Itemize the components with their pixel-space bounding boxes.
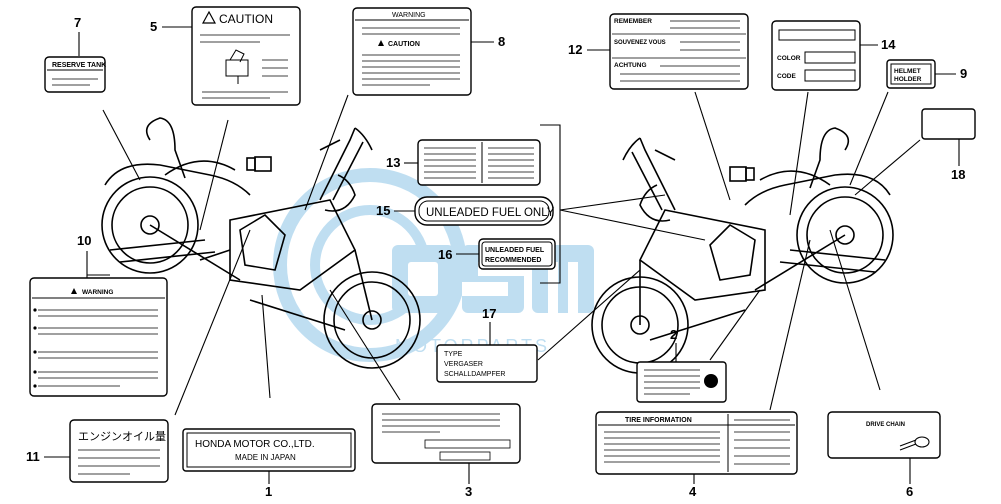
callout-5: 5: [150, 19, 157, 34]
callout-numbers: 7 5 8 12 14 9 18 13 15 16 10 17 2 11 1 3…: [26, 15, 967, 499]
honda-line2: MADE IN JAPAN: [235, 453, 296, 462]
callout-8: 8: [498, 34, 505, 49]
motorcycle-left: [101, 117, 421, 369]
drive-chain-text: DRIVE CHAIN: [866, 422, 905, 428]
emblem-icon: [704, 374, 718, 388]
label-13-table: [417, 139, 541, 186]
code-text: CODE: [777, 73, 796, 80]
warning-8-caution: CAUTION: [388, 41, 420, 48]
type-text: TYPE: [444, 351, 463, 358]
callout-18: 18: [951, 167, 965, 182]
warning-triangle-icon: [378, 40, 384, 46]
callout-12: 12: [568, 42, 582, 57]
tire-info-text: TIRE INFORMATION: [625, 417, 692, 424]
label-3: [371, 403, 521, 464]
callout-7: 7: [74, 15, 81, 30]
label-5-caution: CAUTION: [191, 6, 301, 106]
helmet-line1: HELMET: [894, 68, 921, 75]
callout-3: 3: [465, 484, 472, 499]
unleaded-rec-line2: RECOMMENDED: [485, 257, 541, 264]
callout-17: 17: [482, 306, 496, 321]
label-18-blank: [921, 108, 976, 140]
callout-6: 6: [906, 484, 913, 499]
callout-1: 1: [265, 484, 272, 499]
label-4-tire-info: TIRE INFORMATION: [595, 411, 798, 475]
motorcycle-right: [591, 127, 894, 374]
unleaded-only-text: UNLEADED FUEL ONLY: [426, 207, 555, 219]
color-text: COLOR: [777, 55, 801, 62]
warning-10-title: WARNING: [82, 289, 113, 296]
callout-16: 16: [438, 247, 452, 262]
callout-10: 10: [77, 233, 91, 248]
leader-lines: [87, 91, 921, 416]
callout-11: 11: [26, 449, 40, 464]
label-15-unleaded-only: UNLEADED FUEL ONLY: [414, 196, 555, 226]
label-16-unleaded-recommended: UNLEADED FUEL RECOMMENDED: [478, 238, 556, 270]
vergaser-text: VERGASER: [444, 361, 483, 368]
souvenez-text: SOUVENEZ VOUS: [614, 40, 666, 46]
callout-9: 9: [960, 66, 967, 81]
callout-2: 2: [670, 327, 677, 342]
callout-15: 15: [376, 203, 390, 218]
warning-triangle-icon: [71, 288, 77, 294]
label-14-color-code: COLOR CODE: [771, 20, 861, 91]
schalldampfer-text: SCHALLDAMPFER: [444, 371, 505, 378]
label-2: [636, 361, 727, 403]
callout-14: 14: [881, 37, 896, 52]
honda-line1: HONDA MOTOR CO.,LTD.: [195, 439, 315, 450]
label-12-remember: REMEMBER SOUVENEZ VOUS ACHTUNG: [609, 13, 749, 90]
remember-text: REMEMBER: [614, 18, 652, 25]
label-6-drive-chain: DRIVE CHAIN: [827, 411, 941, 459]
label-17-type: TYPE VERGASER SCHALLDAMPFER: [436, 344, 538, 383]
label-8-warning: WARNING CAUTION: [352, 7, 472, 96]
helmet-line2: HOLDER: [894, 76, 922, 83]
label-9-helmet-holder: HELMET HOLDER: [886, 59, 936, 89]
warning-8-top: WARNING: [392, 12, 426, 19]
hand-valve-icon: [225, 49, 249, 84]
label-10-warning: WARNING: [29, 277, 168, 397]
reserve-tank-text: RESERVE TANK: [52, 62, 106, 69]
unleaded-rec-line1: UNLEADED FUEL: [485, 247, 545, 254]
japanese-oil-text: エンジンオイル量: [78, 430, 166, 443]
label-1-honda: HONDA MOTOR CO.,LTD. MADE IN JAPAN: [182, 428, 356, 472]
callout-4: 4: [689, 484, 697, 499]
chain-adjuster-icon: [899, 436, 930, 451]
caution-title: CAUTION: [219, 12, 273, 26]
warning-triangle-icon: [201, 10, 217, 24]
label-11-engine-oil: エンジンオイル量: [69, 419, 169, 483]
callout-13: 13: [386, 155, 400, 170]
label-7-reserve-tank: RESERVE TANK: [44, 56, 106, 93]
achtung-text: ACHTUNG: [614, 62, 647, 69]
